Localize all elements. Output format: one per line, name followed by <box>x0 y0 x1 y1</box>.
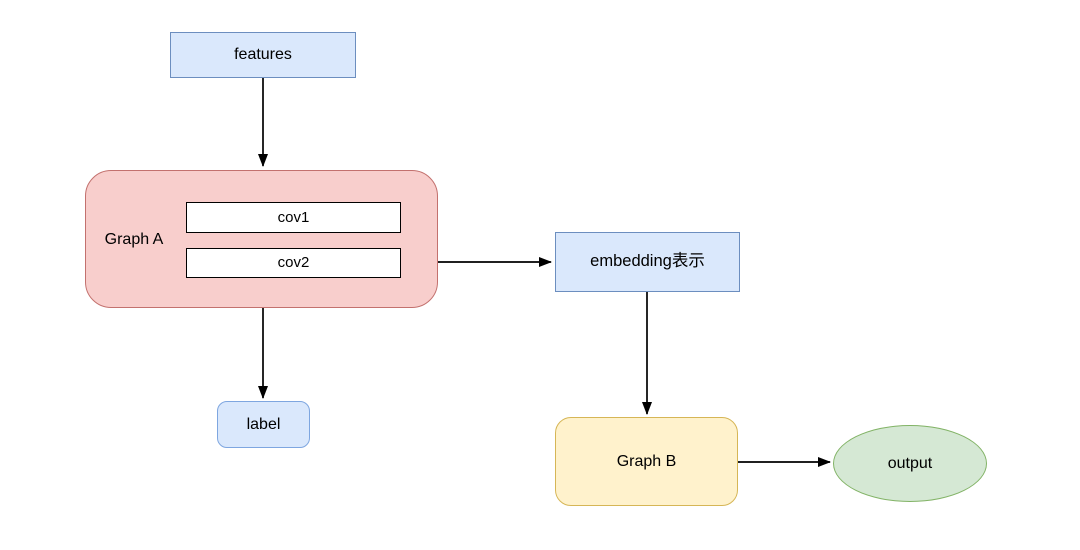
node-output-label: output <box>887 454 933 472</box>
node-graph-b: Graph B <box>555 417 738 506</box>
node-features-label: features <box>234 46 292 64</box>
node-embedding: embedding表示 <box>555 232 740 292</box>
node-embedding-label: embedding表示 <box>590 252 705 271</box>
node-cov2-label: cov2 <box>277 254 310 271</box>
node-cov2: cov2 <box>186 248 401 278</box>
node-features: features <box>170 32 356 78</box>
node-cov1: cov1 <box>186 202 401 233</box>
node-cov1-label: cov1 <box>277 208 310 226</box>
node-label: label <box>217 401 310 448</box>
node-graph-b-label: Graph B <box>616 452 677 470</box>
node-output: output <box>833 425 987 502</box>
node-graph-a: Graph A cov1 cov2 <box>85 170 438 308</box>
node-graph-a-label: Graph A <box>104 231 164 248</box>
node-label-label: label <box>246 415 281 433</box>
